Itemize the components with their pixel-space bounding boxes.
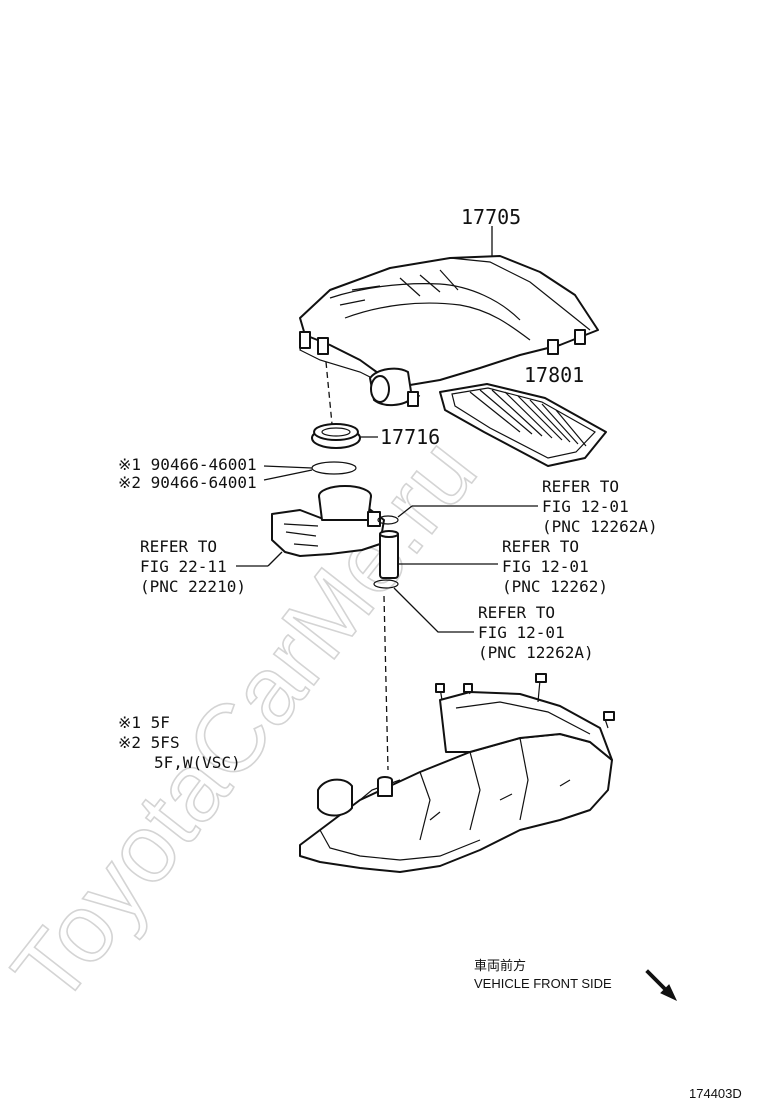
gasket-note-1: ※1 90466-46001 [118,455,257,474]
vehicle-front-en: VEHICLE FRONT SIDE [474,976,612,991]
watermark: ToyotaCarMe.ru [0,419,497,1023]
part-17801-label: 17801 [524,363,584,387]
ref-fig22-line3: (PNC 22210) [140,577,246,596]
gasket-note-2: ※2 90466-64001 [118,473,257,492]
ref-fig12a-line2: FIG 12-01 [542,497,629,516]
ref-fig12c-line2: FIG 12-01 [478,623,565,642]
ref-fig12a-line3: (PNC 12262A) [542,517,658,536]
legend-line-3: 5F,W(VSC) [154,753,241,772]
ref-fig12b-line3: (PNC 12262) [502,577,608,596]
cylinder-head-cover [299,673,615,873]
front-direction-arrow-icon [645,969,678,1002]
ref-fig12b-line2: FIG 12-01 [502,557,589,576]
air-filter-element [439,383,607,467]
part-17716-label: 17716 [380,425,440,449]
hose-clip-lower [373,579,399,589]
gasket-ring [311,461,357,475]
ref-fig12a-line1: REFER TO [542,477,619,496]
ref-fig12b-line1: REFER TO [502,537,579,556]
figure-number: 174403D [689,1086,742,1101]
hose-ring [311,423,361,449]
ventilation-hose [379,530,399,579]
vehicle-front-jp: 車両前方 [474,958,526,973]
ref-fig12c-line1: REFER TO [478,603,555,622]
throttle-body [271,485,385,557]
part-17705-label: 17705 [461,205,521,229]
legend-line-1: ※1 5F [118,713,170,732]
legend-line-2: ※2 5FS [118,733,180,752]
hose-clip-upper [377,515,399,525]
ref-fig22-line1: REFER TO [140,537,217,556]
ref-fig12c-line3: (PNC 12262A) [478,643,594,662]
ref-fig22-line2: FIG 22-11 [140,557,227,576]
air-cleaner-cap [299,255,599,407]
